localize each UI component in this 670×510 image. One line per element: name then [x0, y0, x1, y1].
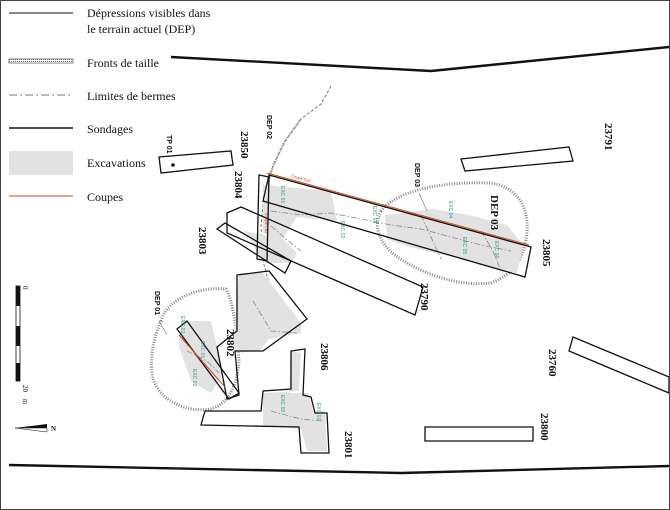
legend-excavations-label: Excavations	[87, 156, 146, 170]
excavation-23805	[385, 209, 523, 273]
exc-label: EXC 03	[179, 316, 185, 333]
leader-dep03	[418, 192, 428, 212]
north-arrow: N	[14, 424, 56, 433]
legend-dep-label-1: Dépressions visibles dans	[87, 6, 211, 20]
sondage-23806-23801	[200, 348, 330, 454]
label-dep01: DEP 01	[153, 291, 160, 315]
sondage-23805	[262, 174, 532, 278]
label-23801: 23801	[342, 431, 354, 459]
exc-label: EXC 01	[279, 186, 285, 203]
site-boundary-bottom	[8, 463, 669, 475]
label-dep02: DEP 02	[265, 115, 272, 139]
legend-coupes-label: Coupes	[87, 190, 123, 204]
coupe-ca2	[178, 334, 226, 388]
label-23850: 23850	[238, 131, 250, 159]
label-23804: 23804	[232, 171, 244, 199]
legend-excavations-swatch	[9, 151, 73, 175]
label-tp01: TP 01	[165, 135, 172, 154]
legend-sondages-label: Sondages	[87, 122, 133, 136]
coupe-ca1	[266, 172, 530, 246]
excavation-23802	[233, 273, 301, 353]
excavation-23806	[263, 351, 327, 451]
north-label: N	[51, 425, 56, 433]
exc-label: EXC 06	[493, 241, 499, 258]
legend-dep-label-2: le terrain actuel (DEP)	[87, 22, 195, 36]
sondage-23760	[568, 336, 669, 394]
legend-bermes-label: Limites de bermes	[87, 89, 176, 103]
legend-fronts-label: Fronts de taille	[87, 56, 159, 70]
exc-label: EXC 02	[279, 395, 285, 412]
tp01-point	[171, 163, 175, 167]
label-dep03-right: DEP 03	[488, 195, 500, 231]
label-23760: 23760	[546, 349, 558, 377]
label-dep03-left: DEP 03	[413, 163, 420, 187]
sondage-23790	[226, 206, 424, 316]
label-23802: 23802	[224, 329, 236, 357]
scale-unit: m	[21, 399, 29, 405]
legend-fronts-swatch	[8, 58, 74, 64]
excavation-dep01	[179, 321, 223, 393]
label-23806: 23806	[318, 343, 330, 371]
exc-label: EXC 03	[371, 206, 377, 223]
sondages	[158, 146, 669, 454]
label-23803: 23803	[196, 227, 208, 255]
scale-end: 20	[21, 385, 29, 393]
sondage-23791	[460, 146, 574, 172]
sondage-tp01	[158, 150, 234, 174]
sondage-23803	[215, 222, 292, 274]
coupe-label-ca1: Coupe Ca1	[291, 173, 313, 183]
exc-label: EXC 01	[199, 341, 205, 358]
leader-dep01	[158, 320, 168, 336]
sondage-23802	[216, 270, 308, 400]
coupe-label-ca2: Coupe Ca2	[264, 213, 269, 234]
scale-bar: 0 20 m	[15, 285, 29, 405]
sondage-23800	[424, 426, 534, 442]
exc-label: EXC 02	[191, 369, 197, 386]
label-23800: 23800	[538, 413, 550, 441]
site-boundary-top	[170, 45, 669, 73]
exc-label: EXC 05	[461, 237, 467, 254]
scale-start: 0	[21, 286, 29, 290]
exc-label: EXC 01	[315, 403, 321, 420]
label-23805: 23805	[540, 239, 552, 267]
exc-label: EXC 02	[339, 221, 345, 238]
sondage-dep01-trench	[176, 320, 240, 400]
label-23790: 23790	[418, 283, 430, 311]
label-23791: 23791	[602, 123, 614, 151]
legend: Dépressions visibles dans le terrain act…	[8, 6, 211, 204]
exc-label: EXC 04	[447, 201, 453, 218]
excavation-23804	[263, 185, 337, 241]
